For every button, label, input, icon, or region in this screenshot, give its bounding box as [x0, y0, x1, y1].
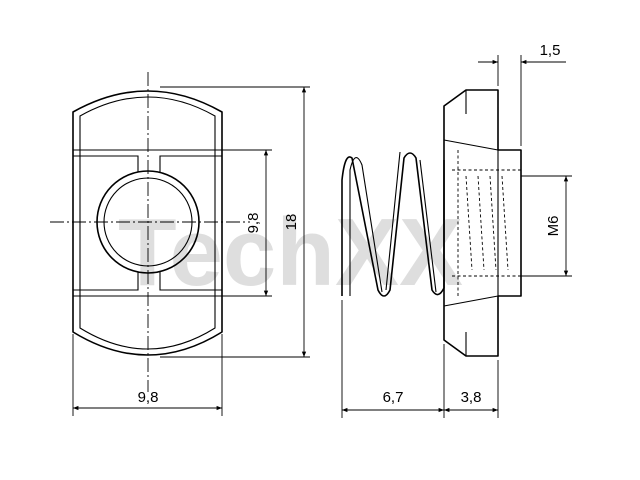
dim-nut-width: 9,8	[72, 334, 223, 416]
nut-slot-top	[73, 149, 222, 172]
spring-coil-back	[349, 151, 437, 296]
dim-spring-length-label: 6,7	[383, 389, 404, 406]
dim-nut-width-label: 9,8	[138, 389, 159, 406]
nut-front-view	[50, 72, 250, 392]
thread-hidden-lines	[452, 150, 521, 296]
nut-slot-bottom	[73, 272, 222, 297]
watermark-text: TechXX	[118, 199, 463, 306]
flange-outline	[443, 89, 522, 357]
dim-collar-offset-label: 1,5	[540, 42, 561, 59]
dim-thread: M6	[521, 175, 572, 277]
nut-outline	[72, 90, 223, 356]
dim-collar-offset: 1,5	[478, 42, 566, 146]
dim-slot-width-label: 9,8	[245, 213, 262, 234]
watermark: TechXX	[118, 199, 463, 306]
dim-nut-height: 18	[160, 86, 310, 358]
dim-thread-label: M6	[545, 216, 562, 237]
dim-spring-length: 6,7	[341, 300, 445, 418]
nut-inner-outline	[79, 96, 216, 350]
spring-side-view	[341, 151, 445, 297]
dim-flange-thickness-label: 3,8	[461, 389, 482, 406]
flange-inner	[443, 139, 499, 307]
spring-coil	[341, 152, 445, 297]
dim-flange-thickness: 3,8	[444, 360, 499, 418]
flange-side-view	[443, 89, 522, 357]
dim-nut-height-label: 18	[283, 214, 300, 231]
dim-slot-width: 9,8	[222, 149, 272, 297]
